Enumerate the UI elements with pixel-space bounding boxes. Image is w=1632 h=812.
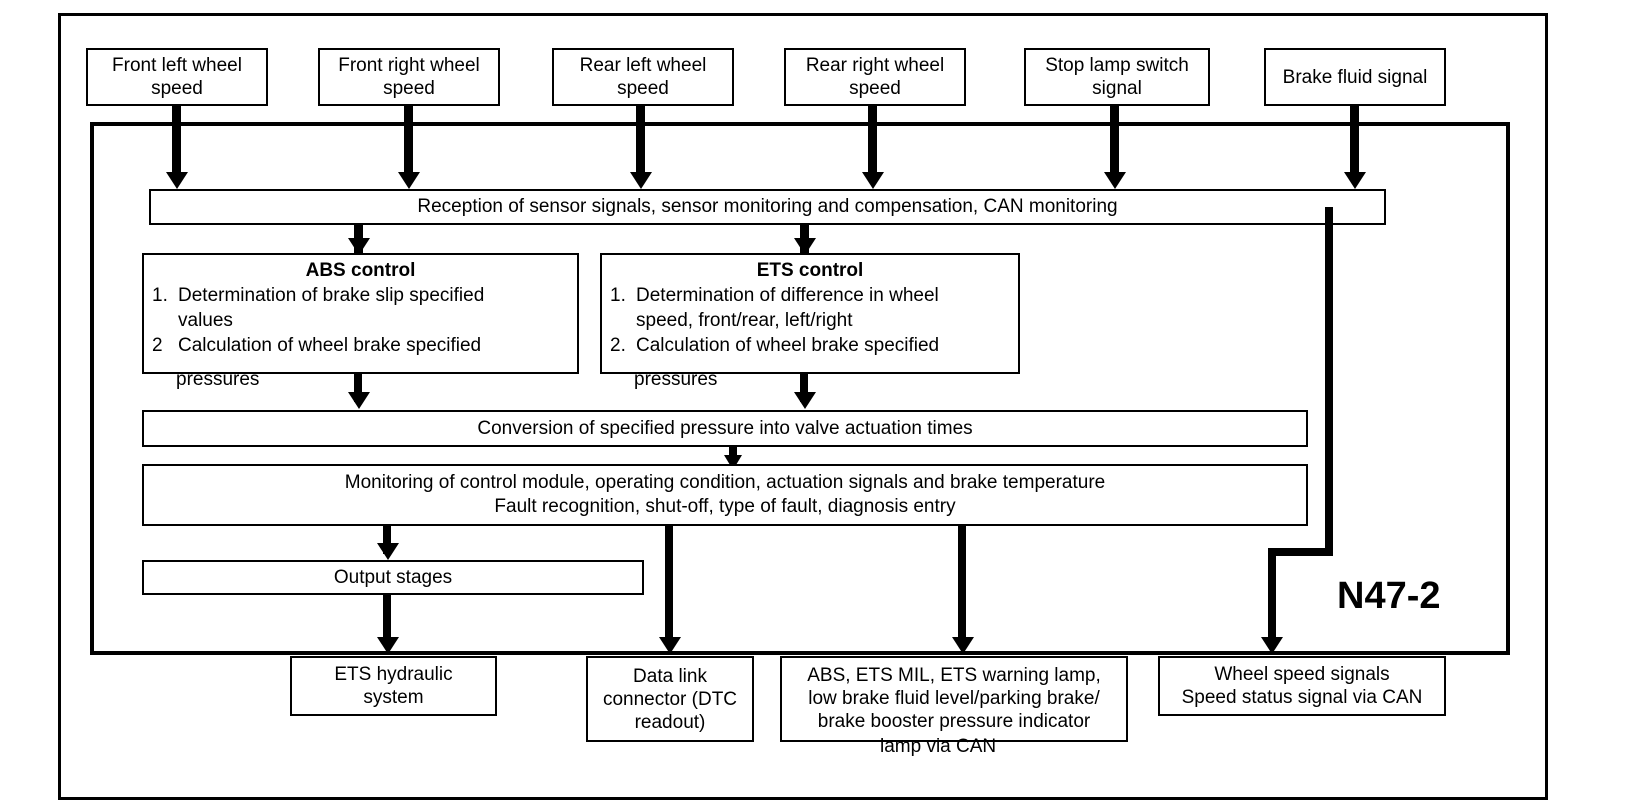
monitoring-to-output-stages-arrow: [377, 543, 399, 560]
output-label-line2: Speed status signal via CAN: [1181, 687, 1423, 708]
monitoring-bar: Monitoring of control module, operating …: [142, 464, 1308, 526]
abs-control-item-1: 1. Determination of brake slip specified: [144, 283, 577, 308]
input-label-line1: Rear left wheel: [579, 55, 707, 76]
abs-item-2-text: Calculation of wheel brake specified: [178, 335, 482, 356]
output-warning-lamps-overflow-text: lamp via CAN: [880, 736, 997, 757]
monitoring-to-output-stages-connector: [383, 526, 391, 554]
input-label-line1: Front right wheel: [338, 55, 480, 76]
abs-control-title: ABS control: [305, 260, 416, 281]
ets-item-1-wrap-indent: [610, 308, 636, 333]
can-branch-vertical-lower: [1268, 548, 1276, 648]
conversion-bar: Conversion of specified pressure into va…: [142, 410, 1308, 447]
ets-control-title: ETS control: [756, 260, 864, 281]
input-label-line2: speed: [151, 78, 203, 99]
output-stages-to-hydraulic-connector: [383, 595, 391, 645]
monitoring-to-datalink-connector: [665, 526, 673, 645]
monitoring-to-lamps-arrow: [952, 637, 974, 654]
abs-control-item-2: 2 Calculation of wheel brake specified: [144, 333, 577, 358]
ets-control-item-1: 1. Determination of difference in wheel: [602, 283, 1018, 308]
monitoring-to-lamps-connector: [958, 526, 966, 645]
input-box-brake-fluid-signal: Brake fluid signal: [1264, 48, 1446, 106]
input-box-stop-lamp-switch-signal: Stop lamp switch signal: [1024, 48, 1210, 106]
input-box-front-right-wheel-speed: Front right wheel speed: [318, 48, 500, 106]
ets-item-1-wrap-text: speed, front/rear, left/right: [636, 310, 853, 331]
reception-bar-label: Reception of sensor signals, sensor moni…: [417, 196, 1118, 217]
input-arrow-2: [398, 172, 420, 189]
input-box-front-left-wheel-speed: Front left wheel speed: [86, 48, 268, 106]
abs-control-item-1-wrap: values: [144, 308, 577, 333]
ecu-frame: [90, 122, 1510, 655]
ets-item-2-number: 2.: [610, 335, 626, 356]
output-label-line3: brake booster pressure indicator: [817, 710, 1091, 732]
ets-control-item-2: 2. Calculation of wheel brake specified: [602, 333, 1018, 358]
input-arrow-1: [166, 172, 188, 189]
abs-control-overflow-text: pressures: [176, 369, 260, 390]
conversion-bar-label: Conversion of specified pressure into va…: [477, 417, 973, 439]
output-box-ets-hydraulic-system: ETS hydraulic system: [290, 656, 497, 716]
abs-item-1-number: 1.: [152, 285, 168, 306]
output-label-line1: ETS hydraulic: [334, 664, 453, 685]
output-label-line1: Wheel speed signals: [1214, 664, 1390, 685]
input-connector-4: [868, 106, 877, 172]
ets-to-conversion-arrow: [794, 392, 816, 409]
input-label-line1: Rear right wheel: [805, 55, 945, 76]
abs-item-2-number: 2: [152, 335, 163, 356]
ets-to-conversion-connector: [800, 374, 808, 402]
abs-item-1-wrap-text: values: [178, 310, 233, 331]
monitoring-to-datalink-arrow: [659, 637, 681, 654]
abs-to-conversion-connector: [354, 374, 362, 402]
can-branch-vertical-upper: [1325, 207, 1333, 548]
monitoring-bar-line1: Monitoring of control module, operating …: [344, 472, 1106, 493]
ets-item-1-text: Determination of difference in wheel: [636, 285, 939, 306]
abs-item-1-wrap-indent: [152, 308, 178, 333]
reception-to-ets-arrow: [794, 238, 816, 255]
output-stages-label: Output stages: [333, 566, 453, 588]
input-connector-6: [1350, 106, 1359, 172]
input-connector-2: [404, 106, 413, 172]
ets-item-2-text: Calculation of wheel brake specified: [636, 335, 940, 356]
output-box-warning-lamps: ABS, ETS MIL, ETS warning lamp, low brak…: [780, 656, 1128, 742]
abs-control-box: ABS control 1. Determination of brake sl…: [142, 253, 579, 374]
input-label-line1: Brake fluid signal: [1282, 66, 1428, 88]
ets-control-overflow-text: pressures: [634, 369, 718, 390]
input-label-line2: speed: [383, 78, 435, 99]
output-label-line1: Data link: [633, 665, 707, 687]
input-arrow-5: [1104, 172, 1126, 189]
output-label-line2: system: [363, 687, 424, 708]
reception-bar: Reception of sensor signals, sensor moni…: [149, 189, 1386, 225]
abs-to-conversion-arrow: [348, 392, 370, 409]
output-box-data-link-connector: Data link connector (DTC readout): [586, 656, 754, 742]
input-label-line2: signal: [1092, 78, 1142, 99]
input-connector-3: [636, 106, 645, 172]
output-label-line2: connector (DTC: [602, 688, 738, 710]
abs-item-1-text: Determination of brake slip specified: [178, 285, 485, 306]
input-label-line2: speed: [617, 78, 669, 99]
output-label-line2: low brake fluid level/parking brake/: [808, 687, 1100, 709]
can-branch-arrow: [1261, 637, 1283, 654]
input-arrow-4: [862, 172, 884, 189]
output-label-line3: readout): [634, 711, 706, 733]
input-label-line2: speed: [849, 78, 901, 99]
can-branch-horizontal: [1268, 548, 1333, 556]
input-connector-1: [172, 106, 181, 172]
input-label-line1: Stop lamp switch: [1045, 55, 1189, 76]
output-stages-bar: Output stages: [142, 560, 644, 595]
input-box-rear-right-wheel-speed: Rear right wheel speed: [784, 48, 966, 106]
output-stages-to-hydraulic-arrow: [377, 637, 399, 654]
reception-to-abs-arrow: [348, 238, 370, 255]
input-box-rear-left-wheel-speed: Rear left wheel speed: [552, 48, 734, 106]
input-arrow-3: [630, 172, 652, 189]
input-label-line1: Front left wheel: [112, 55, 242, 76]
monitoring-bar-line2: Fault recognition, shut-off, type of fau…: [494, 496, 956, 517]
output-box-wheel-speed-signals: Wheel speed signals Speed status signal …: [1158, 656, 1446, 716]
output-label-line1: ABS, ETS MIL, ETS warning lamp,: [807, 664, 1101, 686]
ets-item-1-number: 1.: [610, 285, 626, 306]
input-arrow-6: [1344, 172, 1366, 189]
ets-control-box: ETS control 1. Determination of differen…: [600, 253, 1020, 374]
ecu-label: N47-2: [1337, 575, 1441, 617]
input-connector-5: [1110, 106, 1119, 172]
ets-control-item-1-wrap: speed, front/rear, left/right: [602, 308, 1018, 333]
outer-frame: [58, 13, 1548, 800]
